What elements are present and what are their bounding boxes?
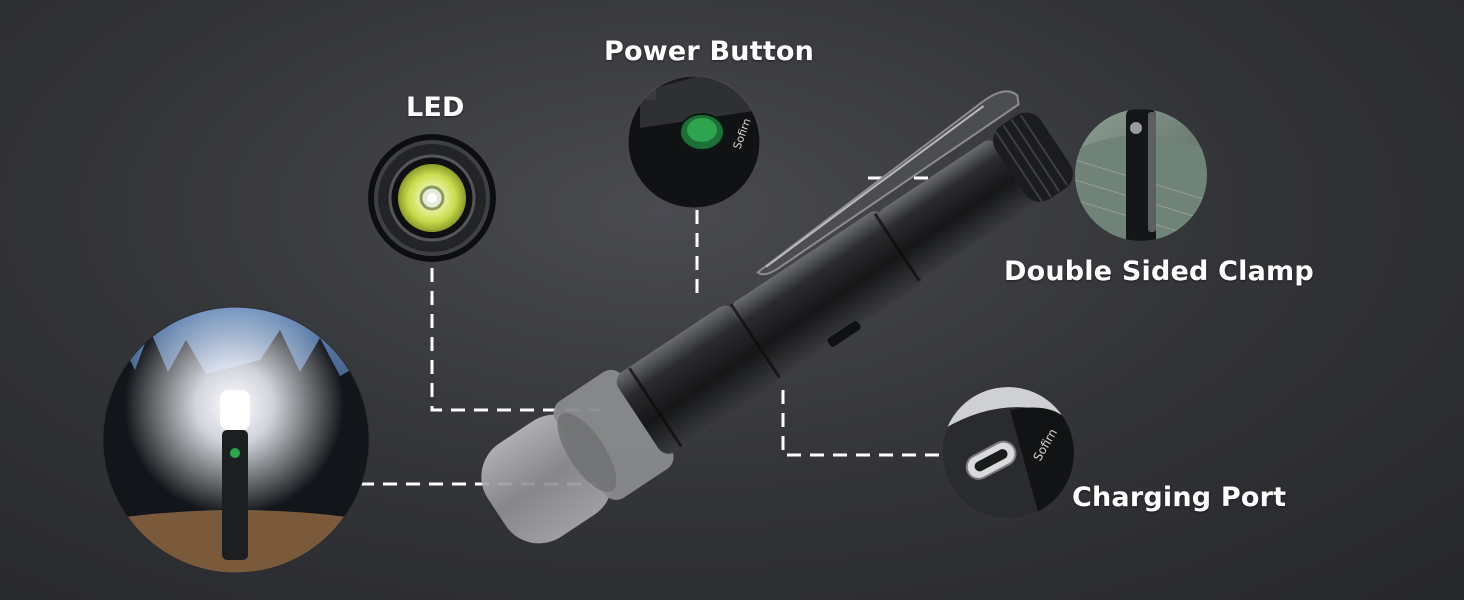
led-label: LED: [406, 92, 465, 123]
lantern-mode-image: [103, 307, 369, 573]
led-leader-line: [430, 268, 600, 412]
power-button-label: Power Button: [604, 36, 815, 67]
double-sided-clamp-label: Double Sided Clamp: [1004, 256, 1314, 287]
clamp-closeup-image: [1075, 109, 1207, 241]
charging-port-label: Charging Port: [1072, 482, 1287, 513]
led-closeup-image: [368, 134, 496, 262]
charging-port-closeup-image: Sofirn: [942, 387, 1074, 519]
power-button-closeup-image: Sofirn: [628, 76, 760, 208]
flashlight-image: [481, 90, 1073, 544]
charging-port-leader-line: [781, 390, 945, 457]
